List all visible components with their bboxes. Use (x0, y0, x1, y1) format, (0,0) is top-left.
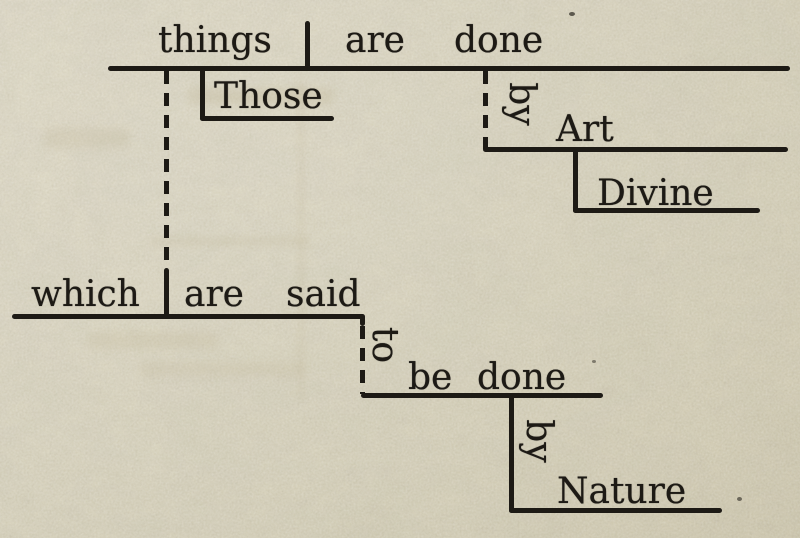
main-clause-baseline (108, 66, 790, 71)
word-to: to (364, 326, 405, 364)
ghost-mark (188, 88, 333, 104)
modifier-connector-vertical (200, 68, 205, 121)
relative-clause-baseline (12, 314, 364, 319)
ghost-mark (140, 362, 305, 376)
prep-object-nature-line (509, 508, 722, 513)
subject-verb-divider (305, 21, 310, 71)
prep-by-dashed-line (483, 71, 488, 149)
word-nature: Nature (557, 471, 687, 512)
word-verb-done: done (454, 20, 544, 61)
word-subject: things (158, 20, 272, 61)
relative-subject-verb-divider (164, 268, 169, 319)
word-divine: Divine (597, 173, 714, 214)
word-done2: done (477, 357, 567, 398)
said-corner-stub (360, 314, 365, 326)
prep-by2-vertical-line (509, 395, 514, 513)
ghost-mark (88, 332, 218, 349)
word-be: be (408, 357, 453, 398)
word-which: which (31, 274, 140, 315)
infinitive-to-dashed-line (360, 326, 365, 394)
word-by-art: by (501, 82, 542, 126)
infinitive-baseline (361, 393, 603, 398)
word-said: said (286, 274, 361, 315)
ghost-mark (45, 128, 130, 148)
ghost-mark (150, 238, 310, 245)
modifier-those-line (200, 116, 334, 121)
word-are2: are (184, 274, 244, 315)
word-by-nature: by (518, 419, 559, 463)
relative-clause-dashed-connector (164, 71, 169, 268)
prep-object-art-line (483, 147, 788, 152)
word-art: Art (556, 109, 614, 150)
word-those: Those (214, 76, 323, 117)
word-verb-are: are (345, 20, 405, 61)
ghost-mark (299, 80, 303, 400)
modifier-divine-line (573, 208, 760, 213)
ink-speck (569, 12, 575, 16)
ink-speck (737, 497, 742, 501)
divine-connector-vertical (573, 149, 578, 213)
ink-speck (592, 360, 596, 363)
